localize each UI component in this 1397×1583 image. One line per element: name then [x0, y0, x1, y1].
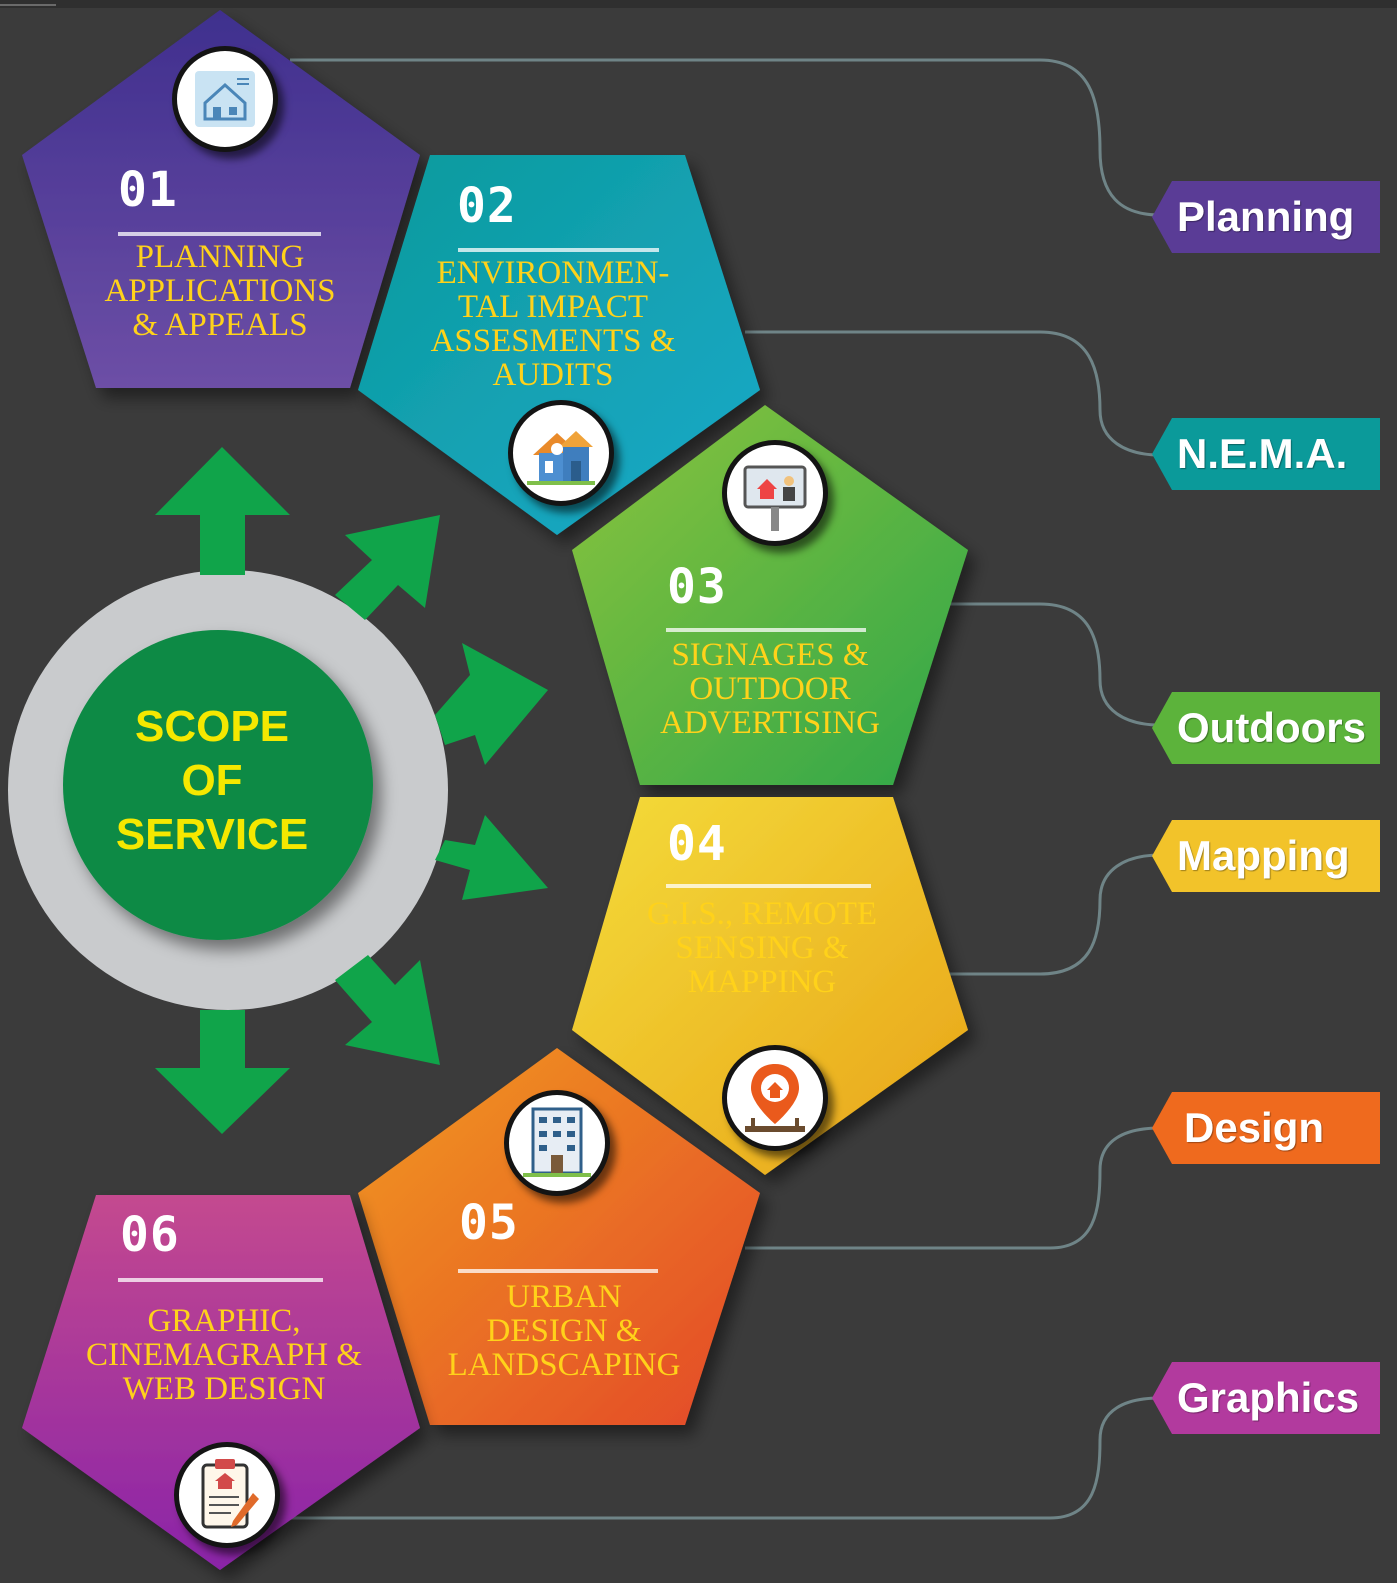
tag-label: N.E.M.A. — [1177, 430, 1348, 477]
building-icon — [504, 1090, 610, 1196]
billboard-icon — [722, 440, 828, 546]
arrow-up — [155, 447, 290, 575]
connector-planning — [290, 58, 1161, 217]
rule-01 — [118, 232, 321, 236]
connector-lines — [290, 58, 1161, 1520]
clipboard-pen-icon — [174, 1442, 280, 1548]
tag-planning: Planning — [1152, 181, 1380, 253]
top-strip-marker — [0, 4, 56, 6]
section-title-03: SIGNAGES & OUTDOOR ADVERTISING — [660, 637, 880, 741]
tag-nema: N.E.M.A. — [1152, 418, 1380, 490]
tag-label: Graphics — [1177, 1374, 1360, 1421]
connector-nema — [745, 330, 1161, 457]
pentagon-03 — [572, 405, 968, 785]
section-number-02: 02 — [457, 178, 517, 234]
arrow-right-lower — [435, 815, 548, 900]
tag-label: Outdoors — [1177, 704, 1366, 751]
pentagon-04 — [572, 797, 968, 1175]
map-pin-house-icon — [722, 1045, 828, 1151]
rule-06 — [118, 1278, 323, 1282]
pentagon-01 — [22, 10, 420, 388]
section-title-05: URBAN DESIGN & LANDSCAPING — [447, 1279, 681, 1383]
tag-label: Design — [1184, 1104, 1325, 1151]
section-number-01: 01 — [118, 162, 178, 218]
hub-circle — [63, 630, 373, 940]
connector-graphics — [290, 1396, 1161, 1520]
arrow-down-right — [335, 955, 440, 1065]
connector-mapping — [950, 853, 1161, 976]
arrow-right-upper — [435, 643, 548, 765]
section-number-03: 03 — [667, 559, 727, 615]
rule-02 — [458, 248, 659, 252]
section-number-05: 05 — [459, 1195, 519, 1251]
pentagon-06 — [22, 1195, 420, 1570]
tag-outdoors: Outdoors — [1152, 692, 1380, 764]
tag-label: Planning — [1177, 193, 1355, 240]
pentagon-05 — [358, 1048, 760, 1425]
house-blueprint-icon — [172, 46, 278, 152]
rule-04 — [666, 884, 871, 888]
section-number-04: 04 — [667, 816, 727, 872]
top-strip — [0, 0, 1397, 8]
rule-03 — [666, 628, 866, 632]
arrow-down — [155, 1010, 290, 1134]
green-arrows — [155, 447, 548, 1134]
section-title-01: PLANNING APPLICATIONS & APPEALS — [104, 239, 336, 343]
section-number-06: 06 — [120, 1207, 180, 1263]
section-title-04: G.I.S., REMOTE SENSING & MAPPING — [646, 896, 878, 1000]
arrow-up-right — [335, 515, 440, 620]
scope-of-service-title: SCOPE OF SERVICE — [115, 702, 309, 859]
rule-05 — [458, 1269, 658, 1273]
section-title-06: GRAPHIC, CINEMAGRAPH & WEB DESIGN — [86, 1303, 362, 1407]
tag-label: Mapping — [1177, 832, 1350, 879]
tag-mapping: Mapping — [1152, 820, 1380, 892]
connector-outdoors — [950, 602, 1161, 727]
house-icon — [508, 400, 614, 506]
tag-design: Design — [1152, 1092, 1380, 1164]
connector-design — [745, 1126, 1161, 1250]
section-title-02: ENVIRONMEN- TAL IMPACT ASSESMENTS & AUDI… — [430, 255, 676, 393]
tag-graphics: Graphics — [1152, 1362, 1380, 1434]
